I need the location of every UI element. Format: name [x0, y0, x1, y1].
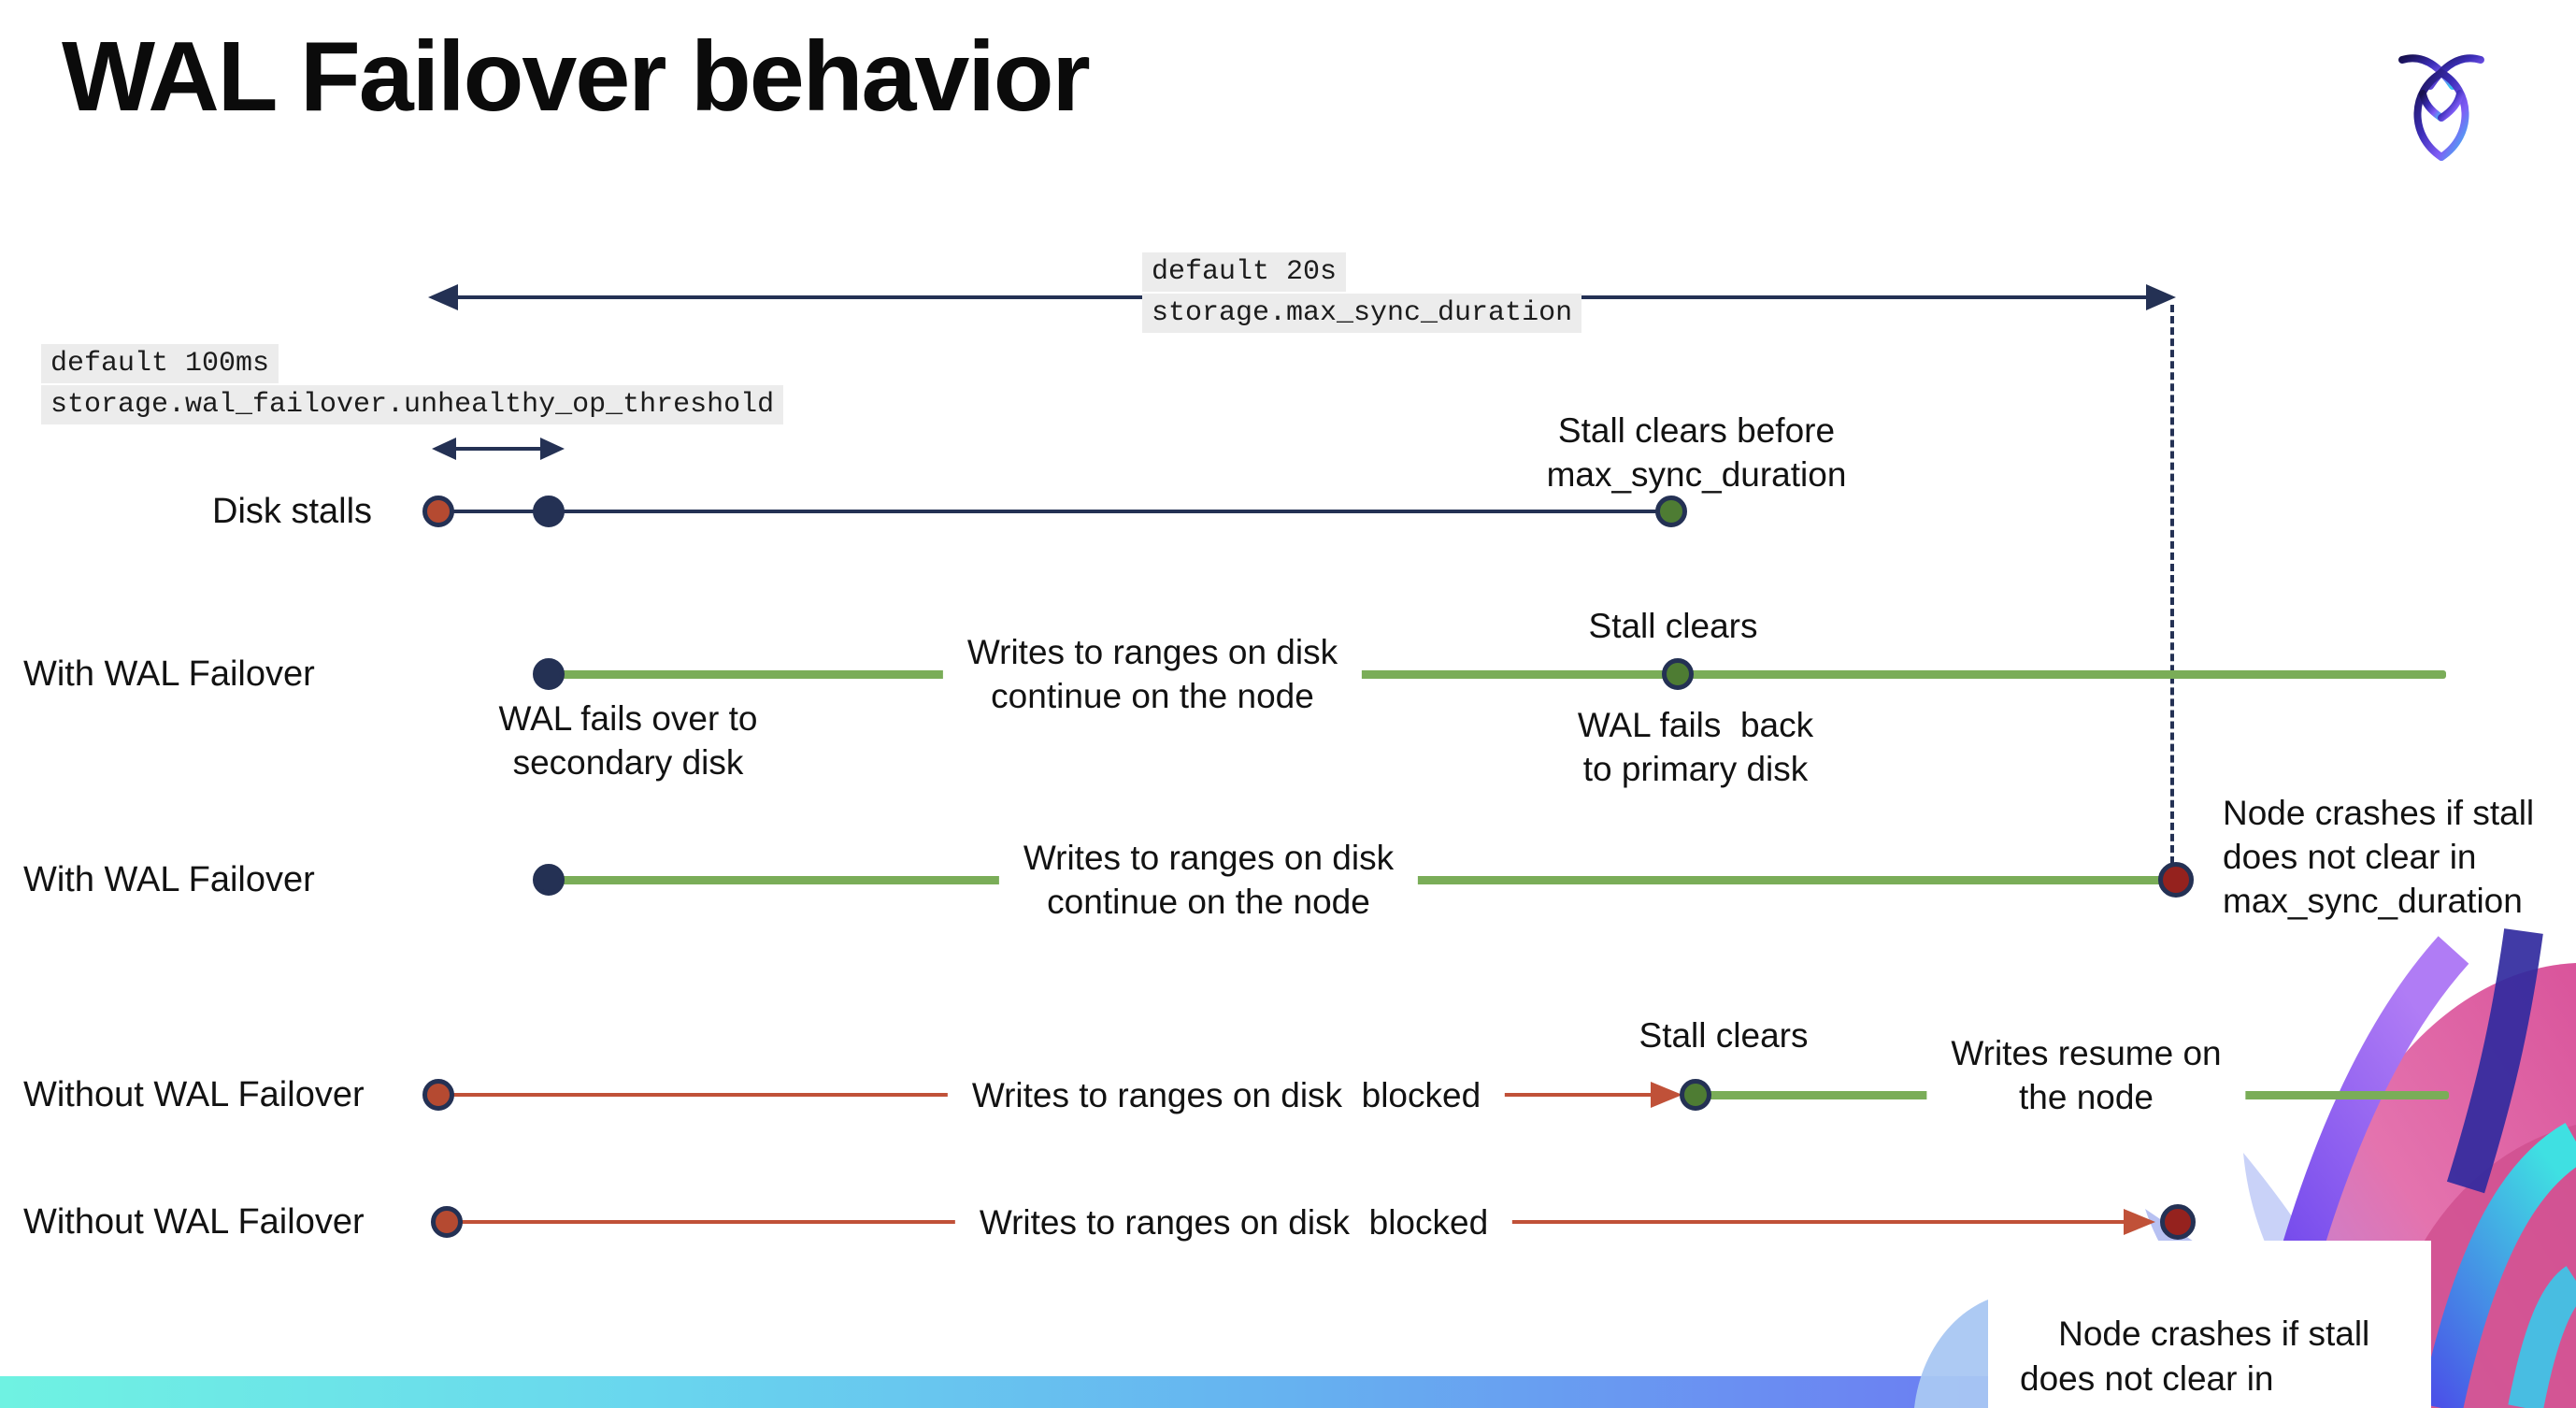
unhealthy-op-setting-label: default 100ms storage.wal_failover.unhea… [41, 344, 784, 424]
node-crashes-label-row3: Node crashes if stall does not clear in … [2223, 794, 2535, 920]
node-crashes-label-row5: Node crashes if stall does not clear in … [2020, 1315, 2370, 1408]
node-crash-dot-row3 [2158, 862, 2194, 898]
row-label-with-wal-failover-1: With WAL Failover [23, 654, 315, 694]
row-label-without-wal-failover-1: Without WAL Failover [23, 1075, 365, 1114]
failover-dot-row2 [533, 658, 565, 690]
with-failover-line-1 [556, 670, 2446, 679]
wal-fails-over-label: WAL fails over to secondary disk [498, 699, 758, 782]
failover-dot-row3 [533, 864, 565, 896]
cockroachdb-logo-icon [2398, 54, 2484, 161]
writes-resume-label: Writes resume on the node [1926, 1031, 2246, 1119]
stall-start-dot-row5 [431, 1206, 463, 1238]
failover-threshold-dot [533, 496, 565, 527]
writes-continue-label-row2: Writes to ranges on disk continue on the… [942, 630, 1363, 718]
disk-stall-start-dot [422, 496, 454, 527]
node-crashes-callout-row5: Node crashes if stall does not clear in … [1988, 1241, 2431, 1408]
arrow-left-head [428, 284, 458, 310]
row-label-without-wal-failover-2: Without WAL Failover [23, 1202, 365, 1242]
stall-clear-dot-row1 [1655, 496, 1687, 527]
node-crash-dot-row5 [2160, 1204, 2196, 1240]
stall-start-dot-row4 [422, 1079, 454, 1111]
max-sync-setting-label: default 20s storage.max_sync_duration [1142, 252, 1582, 333]
threshold-arrow-left-head [432, 438, 456, 460]
disk-stalls-line [438, 510, 1671, 513]
row-label-disk-stalls: Disk stalls [212, 492, 373, 531]
max-sync-dashed-line [2170, 305, 2174, 864]
stall-clears-label-row2: Stall clears [1588, 607, 1758, 645]
stall-clears-before-label: Stall clears before max_sync_duration [1546, 411, 1847, 494]
stall-clear-dot-row4 [1680, 1079, 1711, 1111]
red-arrow-head-row5 [2124, 1209, 2155, 1235]
threshold-arrow-line [451, 447, 548, 451]
unhealthy-op-setting-name: storage.wal_failover.unhealthy_op_thresh… [41, 385, 784, 424]
writes-blocked-label-row5: Writes to ranges on disk blocked [954, 1200, 1513, 1244]
page-title: WAL Failover behavior [62, 22, 1091, 132]
max-sync-setting-name: storage.max_sync_duration [1142, 294, 1582, 333]
red-arrow-head-row4 [1651, 1082, 1682, 1108]
unhealthy-op-default-value: default 100ms [41, 344, 279, 383]
row-label-with-wal-failover-2: With WAL Failover [23, 860, 315, 899]
stall-clear-dot-row2 [1662, 658, 1694, 690]
wal-fails-back-label: WAL fails back to primary disk [1577, 706, 1814, 788]
threshold-arrow-right-head [540, 438, 565, 460]
max-sync-default-value: default 20s [1142, 252, 1347, 292]
stall-clears-label-row4: Stall clears [1639, 1016, 1809, 1055]
writes-blocked-label-row4: Writes to ranges on disk blocked [947, 1073, 1506, 1117]
writes-continue-label-row3: Writes to ranges on disk continue on the… [998, 836, 1419, 924]
